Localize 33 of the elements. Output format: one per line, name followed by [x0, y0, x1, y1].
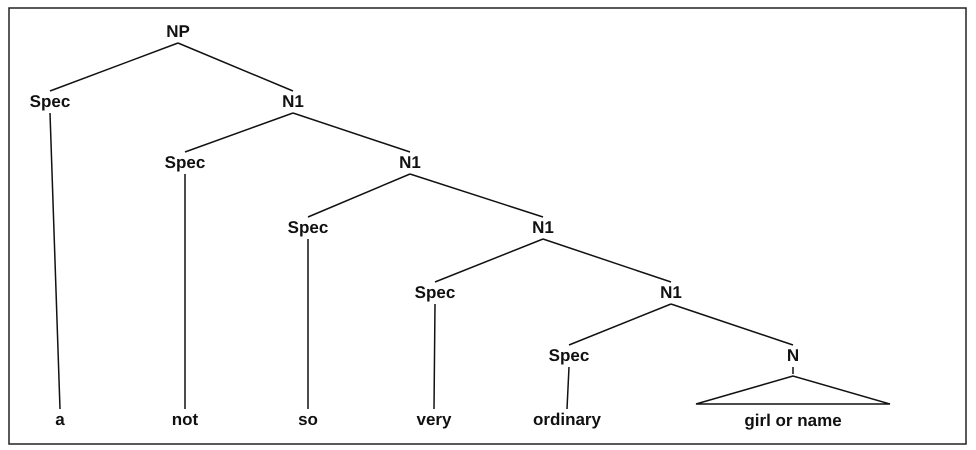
- category-label: Spec: [164, 153, 206, 173]
- category-label: NP: [166, 22, 190, 42]
- category-label: Spec: [548, 346, 590, 366]
- leaf-word: very: [416, 410, 452, 430]
- category-label: N1: [282, 92, 304, 112]
- leaf-word: so: [298, 410, 318, 430]
- tree-branch: [184, 112, 294, 153]
- tree-branch: [568, 303, 672, 346]
- category-label: N: [786, 346, 800, 366]
- leaf-word: a: [55, 410, 65, 430]
- tree-branch: [49, 112, 61, 410]
- tree-branch: [178, 42, 294, 92]
- tree-branch: [307, 239, 309, 409]
- leaf-word: ordinary: [532, 410, 602, 430]
- tree-branch: [292, 112, 410, 153]
- tree-branch: [434, 238, 544, 283]
- category-label: N1: [399, 153, 421, 173]
- leaf-word: girl or name: [743, 411, 843, 431]
- tree-branch: [308, 173, 410, 218]
- tree-branch: [542, 238, 672, 283]
- tree-branch: [670, 303, 794, 346]
- tree-branch: [184, 174, 186, 409]
- category-label: Spec: [288, 218, 328, 238]
- tree-branch: [566, 366, 570, 410]
- category-label: Spec: [30, 92, 70, 112]
- category-label: N1: [532, 218, 554, 238]
- leaf-word: not: [172, 410, 198, 430]
- tree-branch: [50, 42, 178, 92]
- tree-branch: [410, 173, 544, 218]
- category-label: Spec: [414, 283, 456, 303]
- tree-branch: [433, 304, 436, 409]
- tree-branch: [792, 367, 794, 374]
- category-label: N1: [660, 283, 682, 303]
